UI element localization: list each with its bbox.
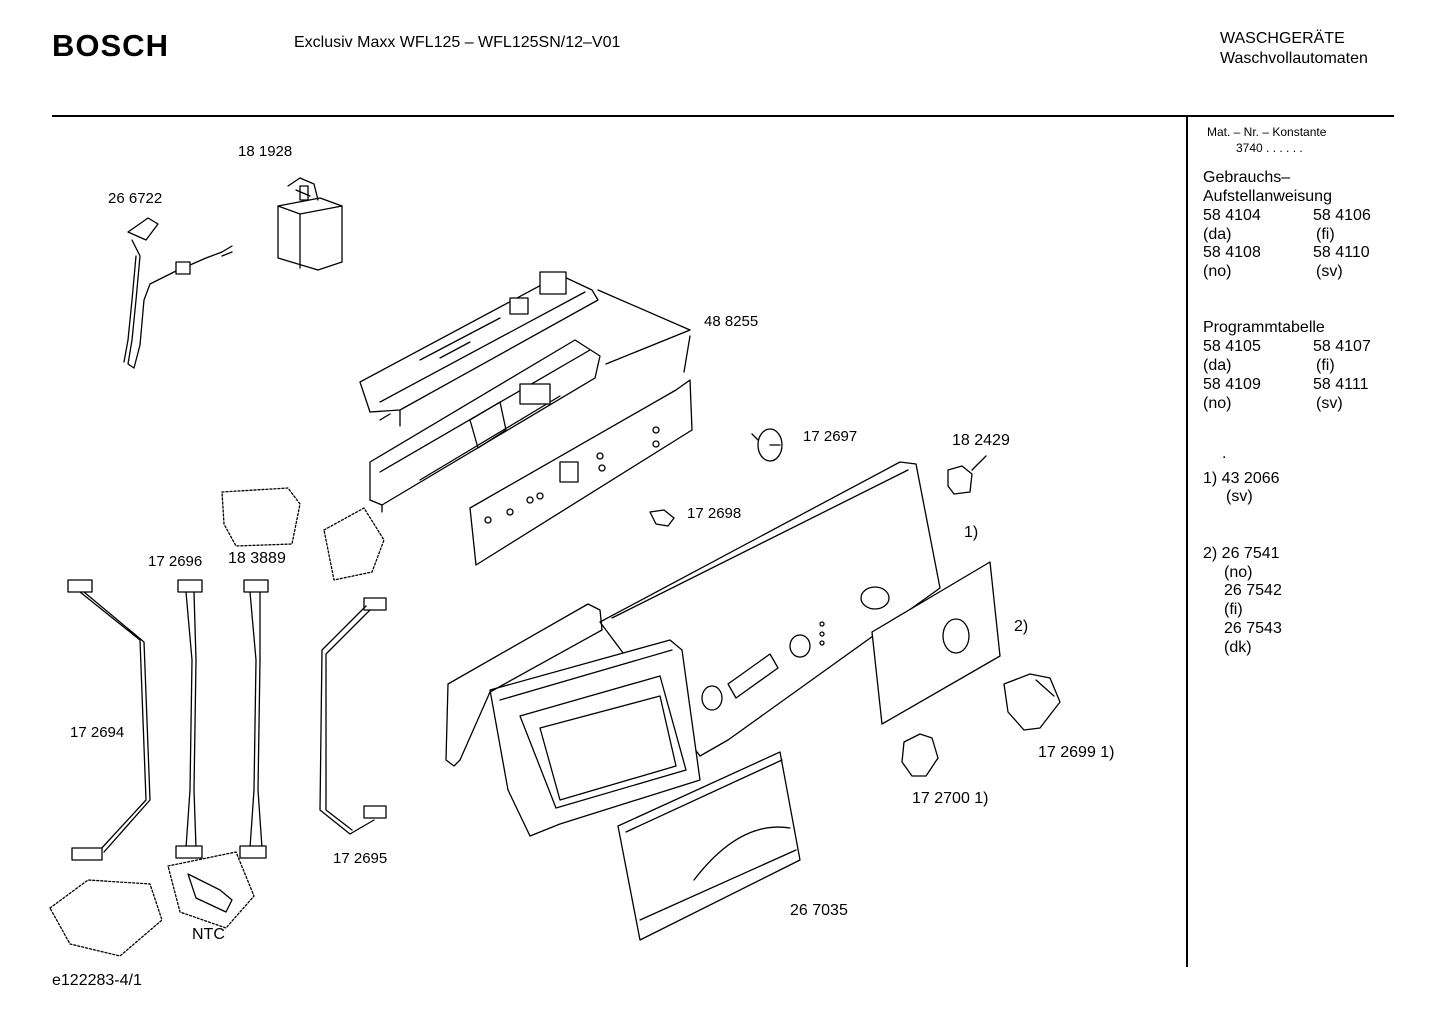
program-knob-part[interactable] (1003, 673, 1061, 731)
gebrauch-code: 58 4106 (1313, 207, 1371, 224)
temperature-knob-part[interactable] (901, 733, 939, 777)
gebrauch-title-2: Aufstellanweisung (1203, 188, 1332, 205)
programm-code: 58 4111 (1313, 376, 1369, 393)
control-module-bracket-upper[interactable] (359, 271, 599, 427)
note-2-code: 2) 26 7541 (1203, 545, 1280, 562)
panel-clip-part[interactable] (947, 455, 987, 495)
part-label-182429: 18 2429 (952, 432, 1010, 449)
note-2-lang: (dk) (1224, 639, 1252, 656)
note-1-lang: (sv) (1226, 488, 1253, 505)
ntc-sensor-part[interactable] (187, 873, 233, 913)
gebrauch-lang: (da) (1203, 226, 1232, 243)
sidebar-divider (1186, 117, 1188, 967)
part-label-181928: 18 1928 (238, 143, 293, 160)
part-label-172694: 17 2694 (70, 724, 125, 741)
part-label-ntc: NTC (192, 926, 225, 943)
mat-nr-label: Mat. – Nr. – Konstante (1207, 125, 1327, 139)
separator-dot: . (1222, 445, 1227, 462)
gebrauch-code: 58 4108 (1203, 244, 1261, 261)
knob-pin-part[interactable] (649, 509, 675, 527)
gebrauch-lang: (fi) (1316, 226, 1335, 243)
programm-lang: (da) (1203, 357, 1232, 374)
part-label-172696: 17 2696 (148, 553, 203, 570)
part-label-488255: 48 8255 (704, 313, 759, 330)
part-label-172697: 17 2697 (803, 428, 858, 445)
brand-logo: BOSCH (52, 28, 169, 63)
model-title: Exclusiv Maxx WFL125 – WFL125SN/12–V01 (294, 34, 621, 51)
reference-parts-dotted (49, 487, 385, 957)
gebrauch-code: 58 4104 (1203, 207, 1261, 224)
gebrauch-lang: (sv) (1316, 263, 1343, 280)
interference-filter-part[interactable] (277, 177, 343, 271)
note-2-lang: (fi) (1224, 601, 1243, 618)
wire-harness-172694[interactable] (67, 579, 151, 861)
document-id: e122283-4/1 (52, 972, 142, 989)
gebrauch-code: 58 4110 (1313, 244, 1370, 261)
detergent-drawer-frame[interactable] (489, 639, 701, 837)
part-label-267035: 26 7035 (790, 902, 848, 919)
control-pcb-part[interactable] (469, 379, 693, 566)
fascia-cover-plate[interactable] (871, 561, 1001, 725)
note-2-lang: (no) (1224, 564, 1253, 581)
part-label-172699: 17 2699 1) (1038, 744, 1115, 761)
programm-lang: (sv) (1316, 395, 1343, 412)
program-knob-shaft-part[interactable] (751, 428, 783, 462)
drawer-handle-part[interactable] (617, 751, 801, 941)
part-label-172695: 17 2695 (333, 850, 388, 867)
wire-harness-172695[interactable] (319, 597, 387, 835)
category-title: WASCHGERÄTE (1220, 30, 1345, 47)
note-2-code: 26 7542 (1224, 582, 1282, 599)
category-subtitle: Waschvollautomaten (1220, 50, 1368, 67)
part-label-266722: 26 6722 (108, 190, 163, 207)
mat-nr-value: 3740 . . . . . . (1236, 141, 1303, 155)
note-label-2: 2) (1014, 618, 1029, 635)
programm-lang: (no) (1203, 395, 1232, 412)
drawer-gasket-part[interactable] (445, 603, 603, 767)
control-module-bracket-lower[interactable] (369, 339, 601, 513)
programm-code: 58 4105 (1203, 338, 1261, 355)
wire-harness-183889[interactable] (239, 579, 269, 859)
programm-title: Programmtabelle (1203, 319, 1325, 336)
note-1-code: 1) 43 2066 (1203, 470, 1280, 487)
part-label-183889: 18 3889 (228, 550, 286, 567)
note-2-code: 26 7543 (1224, 620, 1282, 637)
programm-lang: (fi) (1316, 357, 1335, 374)
power-cord-part[interactable] (123, 217, 233, 369)
programm-code: 58 4109 (1203, 376, 1261, 393)
programm-code: 58 4107 (1313, 338, 1371, 355)
header-divider (52, 115, 1394, 117)
wire-harness-172696[interactable] (175, 579, 203, 859)
part-label-172698: 17 2698 (687, 505, 742, 522)
gebrauch-title-1: Gebrauchs– (1203, 169, 1291, 186)
note-label-1: 1) (964, 524, 979, 541)
part-label-172700: 17 2700 1) (912, 790, 989, 807)
gebrauch-lang: (no) (1203, 263, 1232, 280)
